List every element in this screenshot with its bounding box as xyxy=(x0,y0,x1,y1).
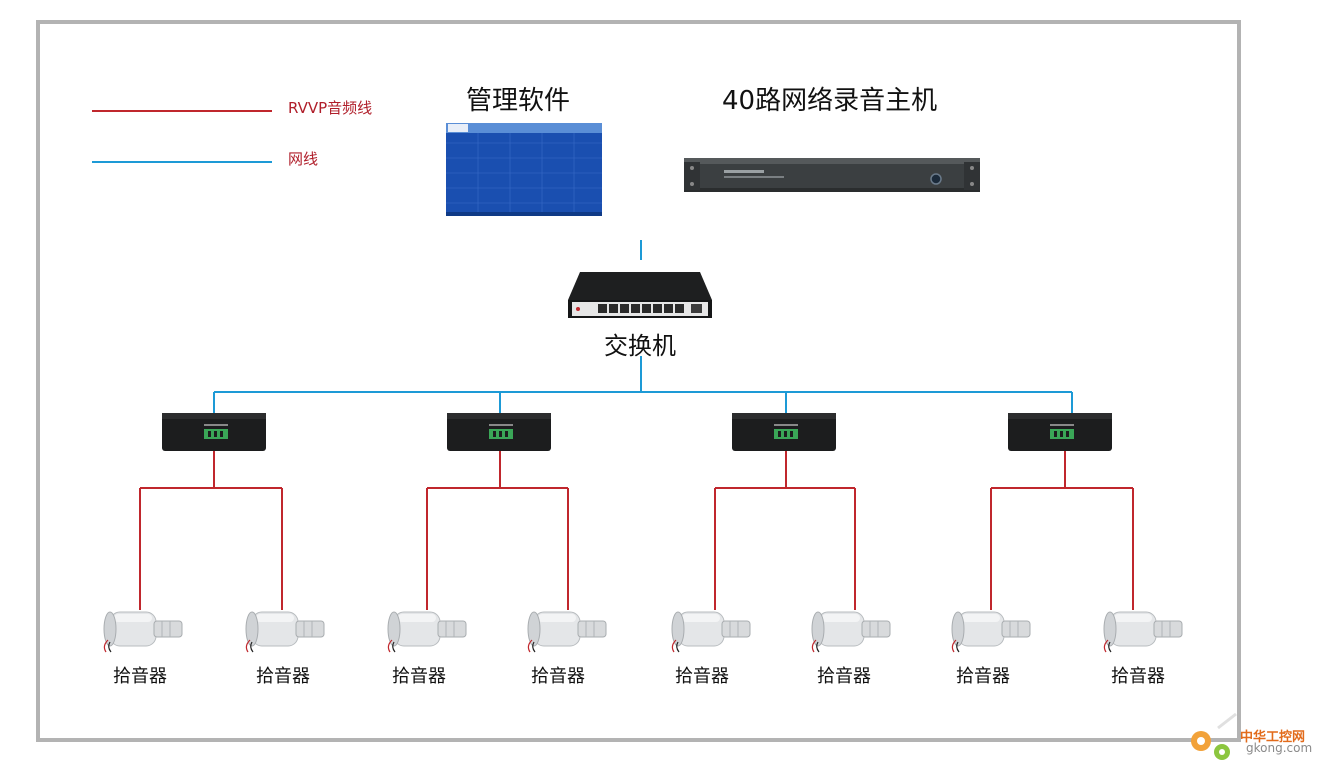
mic-label: 拾音器 xyxy=(392,666,446,687)
pickup-microphone xyxy=(387,611,467,653)
pickup-microphone xyxy=(671,611,751,653)
mic-label: 拾音器 xyxy=(675,666,729,687)
watermark-domain: gkong.com xyxy=(1246,741,1313,755)
mic-label: 拾音器 xyxy=(817,666,871,687)
audio-terminal xyxy=(162,413,266,451)
watermark-brand: 中华工控网 xyxy=(1240,730,1306,745)
audio-terminal xyxy=(447,413,551,451)
rvvp-branch-3 xyxy=(714,451,856,610)
pickup-microphone xyxy=(103,611,183,653)
mic-label: 拾音器 xyxy=(531,666,585,687)
pickup-microphone xyxy=(1103,611,1183,653)
rvvp-branch-1 xyxy=(139,451,283,610)
pickup-microphone xyxy=(811,611,891,653)
legend-network-label: 网线 xyxy=(288,150,319,168)
switch-device xyxy=(568,272,712,318)
mic-label: 拾音器 xyxy=(1111,666,1165,687)
switch-label: 交换机 xyxy=(604,332,676,360)
host-title: 40路网络录音主机 xyxy=(722,86,938,116)
recording-host-device xyxy=(684,158,980,192)
software-title: 管理软件 xyxy=(466,86,571,116)
legend-rvvp-label: RVVP音频线 xyxy=(288,99,373,117)
rvvp-branch-4 xyxy=(990,451,1134,610)
audio-terminal xyxy=(732,413,836,451)
mic-label: 拾音器 xyxy=(113,666,167,687)
watermark-gear-icon xyxy=(1191,712,1237,760)
pickup-microphone xyxy=(527,611,607,653)
pickup-microphone xyxy=(951,611,1031,653)
mic-label: 拾音器 xyxy=(956,666,1010,687)
pickup-microphone xyxy=(245,611,325,653)
audio-terminal xyxy=(1008,413,1112,451)
management-software-screen xyxy=(446,123,602,216)
mic-label: 拾音器 xyxy=(256,666,310,687)
diagram-frame xyxy=(36,20,1241,742)
rvvp-branch-2 xyxy=(426,451,569,610)
